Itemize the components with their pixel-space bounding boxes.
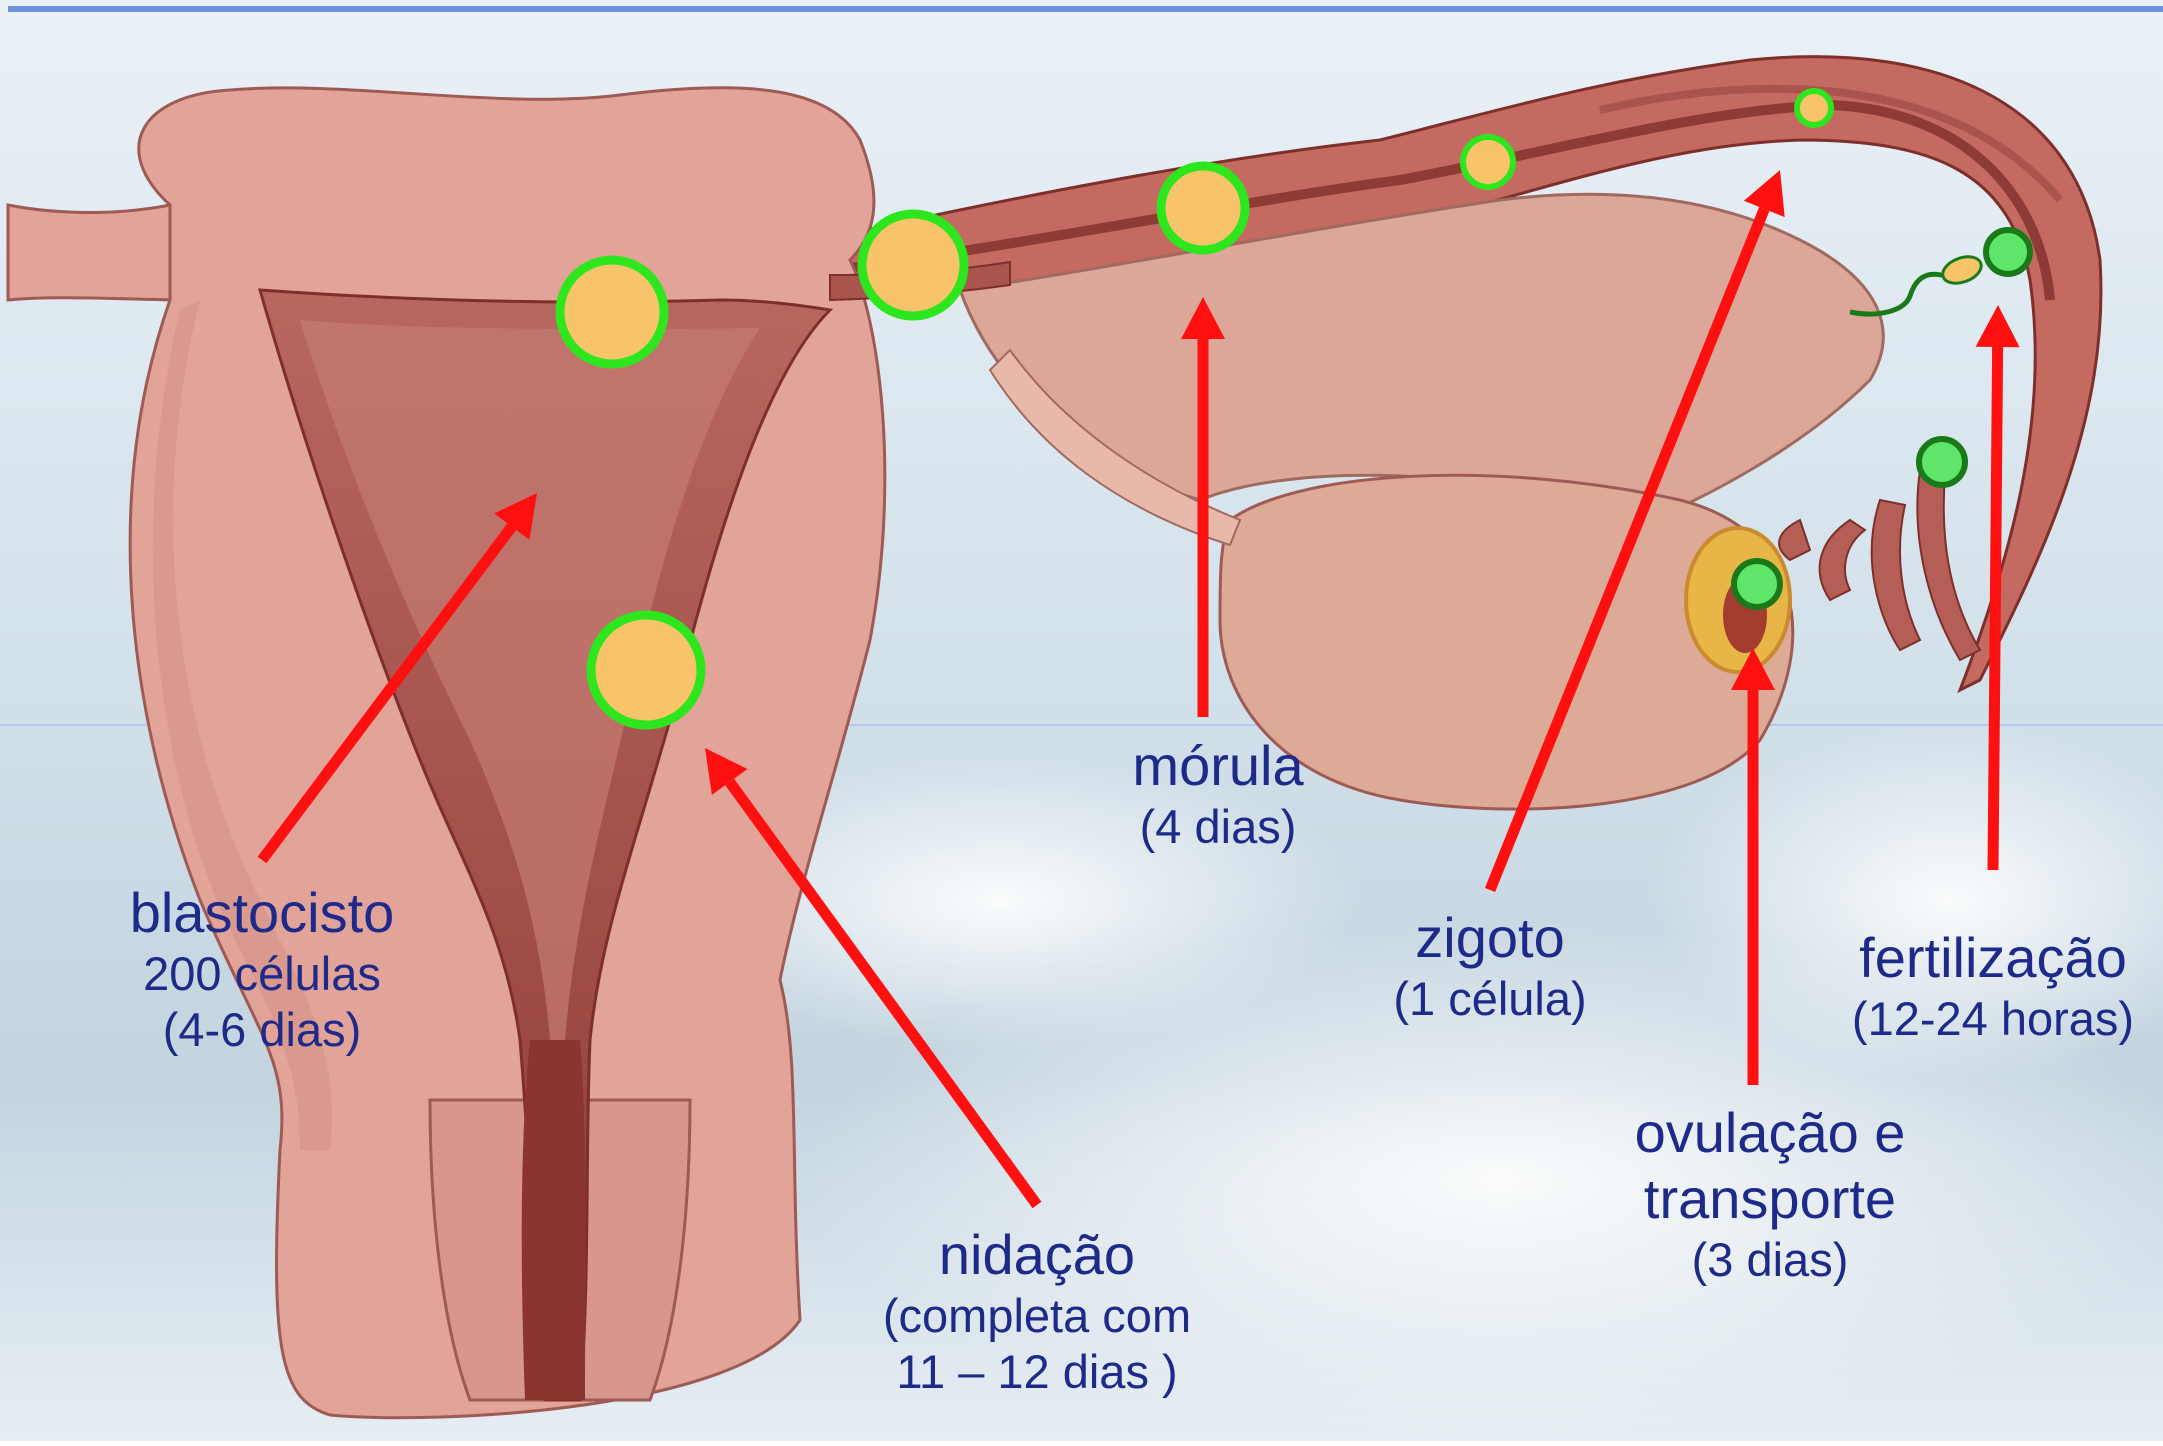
top-border [8,6,2163,12]
morula-cell-icon [1161,166,1245,250]
cervical-canal [522,1040,586,1400]
blastocyst-cell-icon [591,615,701,725]
label-blastocisto: blastocisto 200 células (4-6 dias) [130,880,395,1057]
label-blastocisto-days: (4-6 dias) [130,1002,395,1057]
egg-cell-icon [1986,230,2030,274]
label-nidacao-line3: 11 – 12 dias ) [883,1344,1191,1399]
label-blastocisto-cells: 200 células [130,946,395,1001]
egg-cell-icon [1919,439,1965,485]
label-zigoto-title: zigoto [1393,905,1586,971]
label-nidacao-line2: (completa com [883,1288,1191,1343]
blastocyst-cell-icon [560,260,664,364]
arrow-shaft [1993,347,1998,870]
label-blastocisto-title: blastocisto [130,880,395,946]
label-morula: mórula (4 dias) [1132,733,1303,855]
label-nidacao-title: nidação [883,1222,1191,1288]
label-fertilizacao: fertilização (12-24 horas) [1852,925,2134,1047]
label-ovulacao-days: (3 dias) [1635,1232,1906,1287]
zygote-cell-icon [1797,91,1831,125]
label-nidacao: nidação (completa com 11 – 12 dias ) [883,1222,1191,1399]
label-zigoto: zigoto (1 célula) [1393,905,1586,1027]
zygote-cell-icon [1463,137,1513,187]
label-zigoto-cells: (1 célula) [1393,971,1586,1026]
embryo-stage-icon [862,214,964,316]
egg-cell-icon [1734,561,1780,607]
label-morula-days: (4 dias) [1132,799,1303,854]
left-fallopian-tube [8,205,190,300]
label-fertilizacao-title: fertilização [1852,925,2134,991]
label-ovulacao-line2: transporte [1635,1166,1906,1232]
label-ovulacao-line1: ovulação e [1635,1100,1906,1166]
label-morula-title: mórula [1132,733,1303,799]
label-fertilizacao-hours: (12-24 horas) [1852,991,2134,1046]
label-ovulacao: ovulação e transporte (3 dias) [1635,1100,1906,1288]
